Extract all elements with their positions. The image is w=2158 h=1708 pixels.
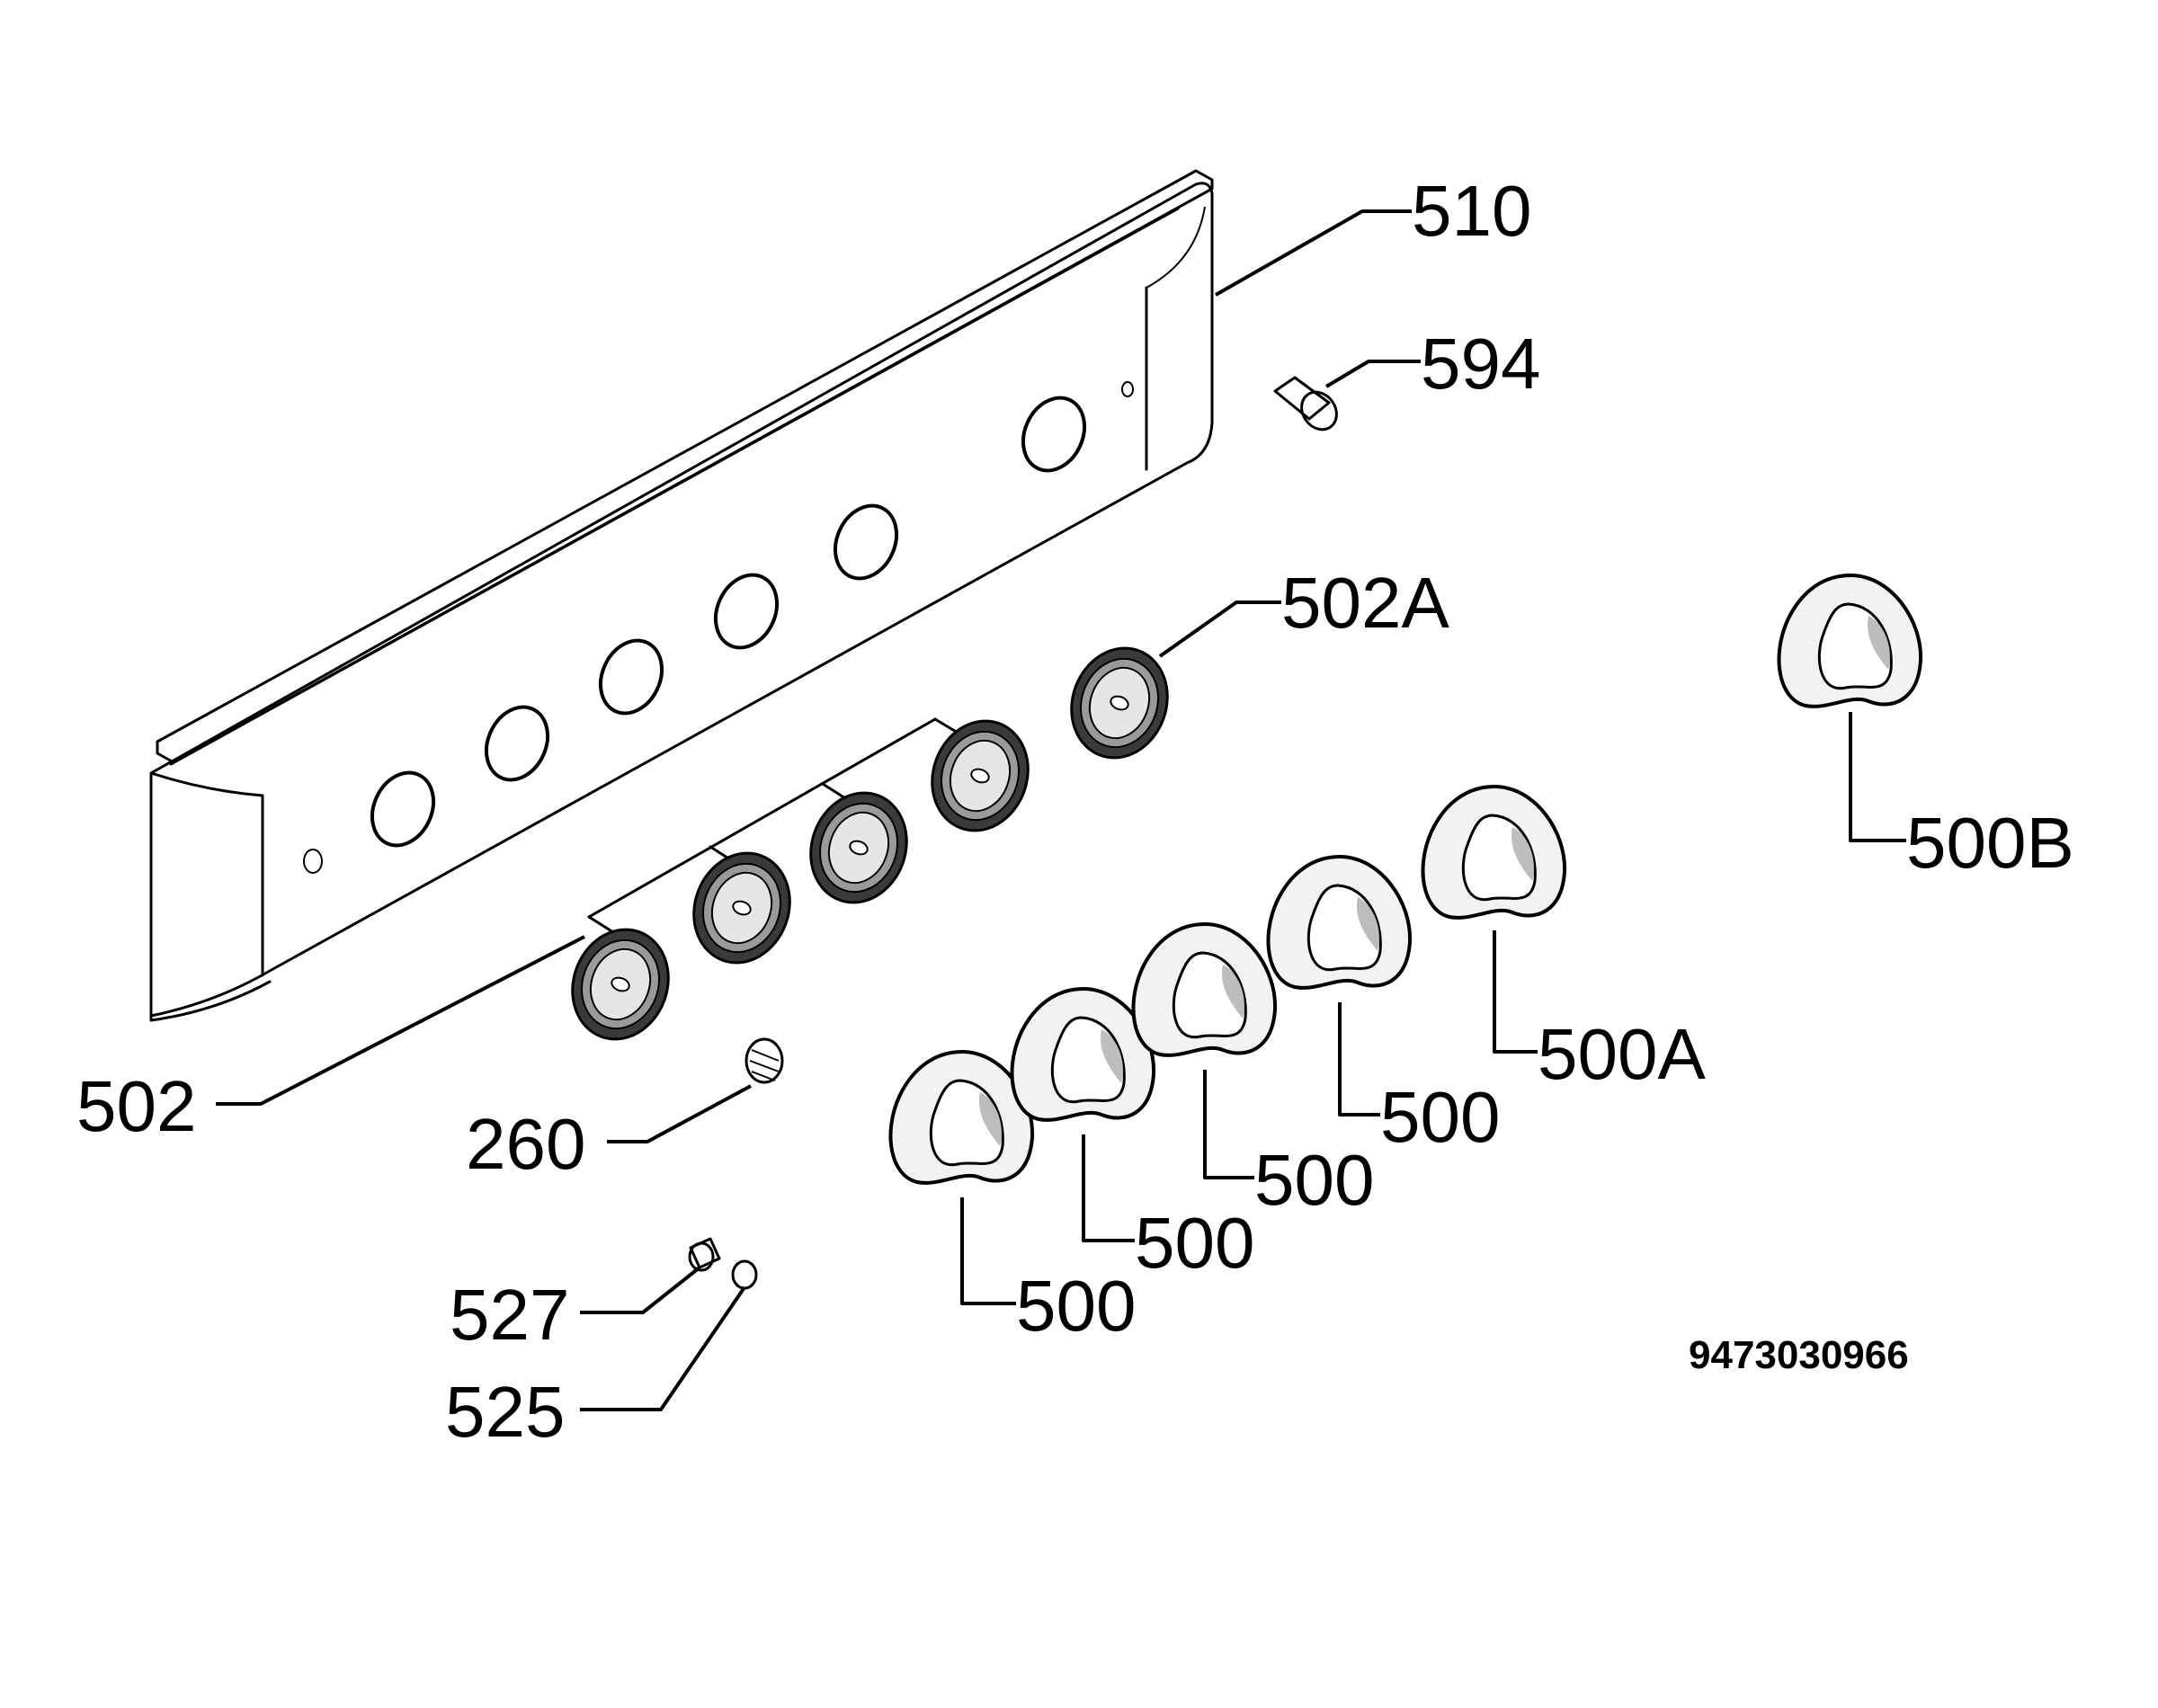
small-part-527 [688,1237,721,1272]
label-510: 510 [1412,171,1531,251]
bezel-rings [571,646,1169,1041]
label-500b: 500B [1906,803,2074,883]
control-knobs [888,573,1923,1185]
bezel-ring [692,851,791,965]
control-panel [149,169,1214,1022]
label-527: 527 [450,1275,569,1355]
document-number: 9473030966 [1689,1333,1909,1377]
label-500-3: 500 [1254,1140,1374,1220]
knob [1266,854,1413,990]
label-500-2: 500 [1135,1203,1254,1283]
knob-500a [1421,784,1567,920]
label-260: 260 [466,1104,585,1184]
knob-500b [1777,573,1923,708]
label-500-1: 500 [1016,1266,1136,1346]
bezel-ring [571,928,670,1041]
knob [1131,921,1278,1057]
small-part-525 [731,1259,758,1290]
part-labels: 510 594 502A 500B 502 260 500 500 500 50… [76,171,2074,1452]
knob [1010,986,1156,1122]
label-502a: 502A [1281,563,1449,643]
label-500-4: 500 [1380,1077,1500,1157]
indicator-lens-594 [1273,376,1338,431]
label-502: 502 [76,1066,196,1146]
label-525: 525 [445,1372,565,1452]
spring-260 [745,1037,784,1084]
bezel-ring [931,719,1030,832]
label-500a: 500A [1538,1014,1706,1094]
bezel-ring [809,791,908,904]
knob [888,1049,1035,1185]
leader-lines [216,209,1906,1411]
label-594: 594 [1421,324,1540,404]
bezel-ring-502a [1070,646,1169,760]
